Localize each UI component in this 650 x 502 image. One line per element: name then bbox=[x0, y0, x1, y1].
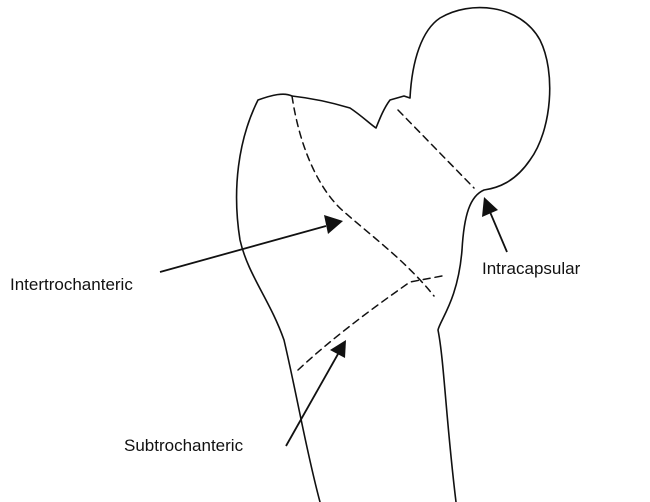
subtrochanteric-fracture-line bbox=[298, 276, 442, 370]
intertrochanteric-fracture-line bbox=[292, 96, 434, 296]
intracapsular-fracture-line bbox=[398, 110, 474, 188]
intracapsular-arrow bbox=[482, 197, 507, 252]
intertrochanteric-label: Intertrochanteric bbox=[10, 276, 133, 293]
intertrochanteric-arrow bbox=[160, 215, 343, 272]
subtrochanteric-label: Subtrochanteric bbox=[124, 437, 243, 454]
intracapsular-label: Intracapsular bbox=[482, 260, 580, 277]
